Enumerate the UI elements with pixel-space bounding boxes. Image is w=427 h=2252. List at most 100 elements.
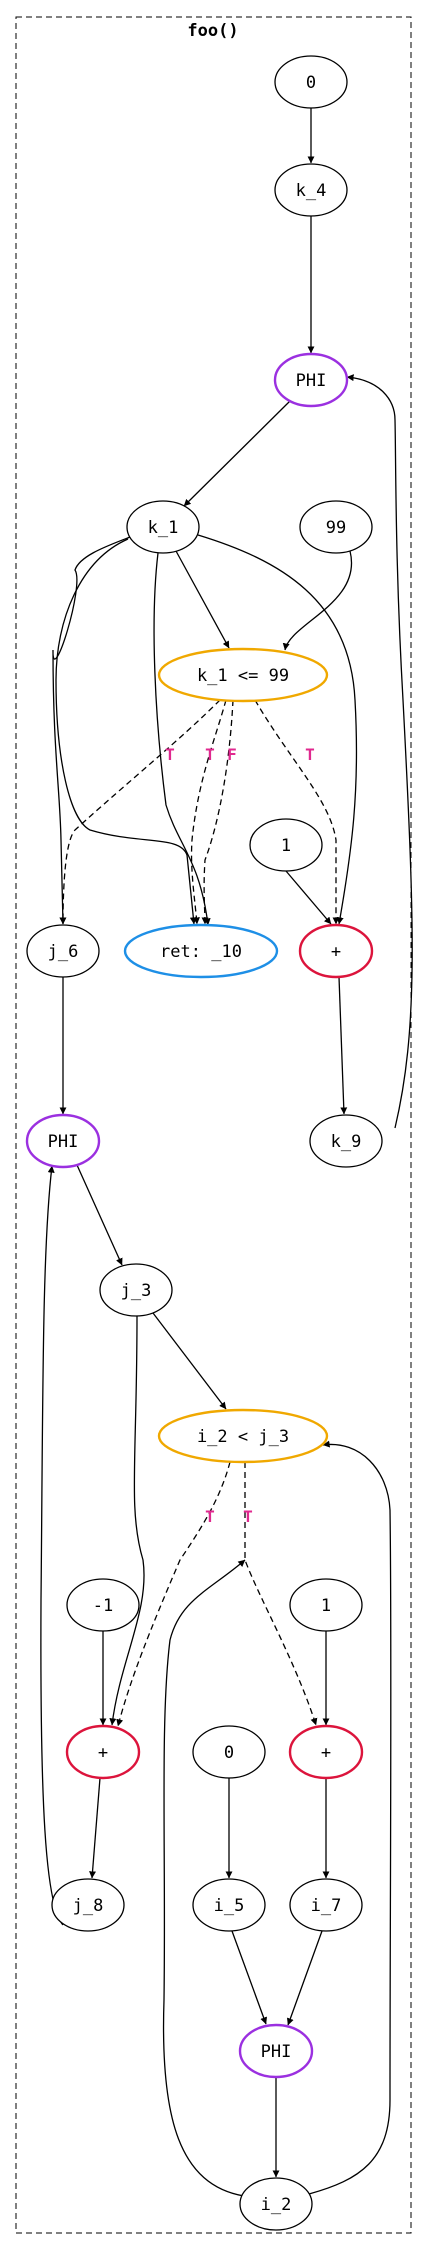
- node-label-phi_k: PHI: [296, 371, 327, 391]
- node-label-n_m1: -1: [93, 1596, 113, 1616]
- node-i_2[interactable]: i_2: [239, 2177, 313, 2231]
- node-shape-n_1b: [289, 1578, 363, 1632]
- node-k_1[interactable]: k_1: [126, 500, 200, 554]
- node-label-k_9: k_9: [331, 1132, 362, 1152]
- node-label-ret: ret: _10: [160, 942, 242, 962]
- node-n_0a[interactable]: 0: [274, 55, 348, 109]
- node-label-phi_i: PHI: [261, 2042, 292, 2062]
- edge-cond_ij-to-plus_i: [244, 1462, 318, 1726]
- node-ret[interactable]: ret: _10: [123, 923, 279, 979]
- node-shape-phi_k: [273, 352, 349, 408]
- edge-i_2-to-cond_ij: [308, 1440, 392, 2195]
- edge-phi_j-to-j_3: [76, 1164, 123, 1266]
- node-label-n_99: 99: [326, 518, 346, 538]
- node-cond_ij[interactable]: i_2 < j_3: [157, 1408, 329, 1464]
- node-shape-phi_j: [25, 1113, 101, 1169]
- node-j_6[interactable]: j_6: [26, 924, 100, 978]
- node-label-plus_i: +: [321, 1743, 331, 1763]
- edge-label-cond_k-to-ret: T: [205, 745, 215, 764]
- edge-k_1-to-ret: [55, 538, 197, 925]
- node-label-i_5: i_5: [214, 1896, 245, 1916]
- node-plus_i[interactable]: +: [288, 1724, 364, 1780]
- node-shape-plus_i: [288, 1724, 364, 1780]
- cluster-title: foo(): [187, 21, 238, 41]
- edge-cond_k-to-ret: [201, 699, 234, 925]
- node-k_9[interactable]: k_9: [309, 1114, 383, 1168]
- edge-plus_j-to-j_8: [89, 1777, 101, 1879]
- node-phi_j[interactable]: PHI: [25, 1113, 101, 1169]
- edge-plus_k-to-k_9: [338, 976, 348, 1115]
- node-shape-cond_k: [157, 647, 329, 703]
- node-j_8[interactable]: j_8: [51, 1878, 125, 1932]
- edge-label-cond_k-to-plus_k: T: [305, 745, 315, 764]
- edge-label-cond_k-to-j_6: T: [165, 745, 175, 764]
- node-shape-i_7: [289, 1878, 363, 1932]
- node-n_99[interactable]: 99: [299, 500, 373, 554]
- node-shape-ret: [123, 923, 279, 979]
- node-phi_k[interactable]: PHI: [273, 352, 349, 408]
- node-shape-cond_ij: [157, 1408, 329, 1464]
- node-plus_k[interactable]: +: [298, 923, 374, 979]
- node-cond_k[interactable]: k_1 <= 99: [157, 647, 329, 703]
- node-shape-k_4: [274, 163, 348, 217]
- cluster-frame: [15, 16, 412, 2234]
- node-label-cond_ij: i_2 < j_3: [197, 1427, 289, 1447]
- edge-label-cond_ij-to-plus_i: T: [243, 1507, 253, 1526]
- node-n_1a[interactable]: 1: [249, 818, 323, 872]
- node-label-i_7: i_7: [311, 1896, 342, 1916]
- edge-n_99-to-cond_k: [282, 550, 353, 651]
- edge-n_1a-to-plus_k: [285, 870, 332, 925]
- node-shape-plus_k: [298, 923, 374, 979]
- edge-cond_k-to-j_6: [59, 699, 221, 925]
- node-n_0b[interactable]: 0: [192, 1725, 266, 1779]
- node-label-phi_j: PHI: [48, 1132, 79, 1152]
- node-label-k_1: k_1: [148, 518, 179, 538]
- node-shape-n_0a: [274, 55, 348, 109]
- node-label-n_1b: 1: [321, 1596, 331, 1616]
- node-label-j_8: j_8: [73, 1896, 104, 1916]
- node-shape-plus_j: [65, 1724, 141, 1780]
- node-shape-phi_i: [238, 2023, 314, 2079]
- edge-k_1-to-ret: [153, 552, 211, 926]
- edge-k_1-to-j_6: [52, 536, 131, 925]
- node-label-n_1a: 1: [281, 836, 291, 856]
- node-label-k_4: k_4: [296, 181, 327, 201]
- edge-layer: [40, 108, 413, 2197]
- node-i_7[interactable]: i_7: [289, 1878, 363, 1932]
- node-label-i_2: i_2: [261, 2195, 292, 2215]
- node-shape-n_0b: [192, 1725, 266, 1779]
- edge-label-cond_k-to-ret: F: [227, 745, 237, 764]
- node-n_1b[interactable]: 1: [289, 1578, 363, 1632]
- node-label-plus_k: +: [331, 942, 341, 962]
- edge-i_2-to-plus_i: [162, 1559, 246, 2197]
- edge-j_8-to-phi_j: [40, 1165, 64, 1926]
- node-plus_j[interactable]: +: [65, 1724, 141, 1780]
- node-shape-n_m1: [66, 1578, 140, 1632]
- edge-cond_k-to-ret: [190, 699, 227, 925]
- edge-k_9-to-phi_k: [346, 374, 413, 1129]
- edge-i_7-to-phi_i: [286, 1930, 323, 2026]
- node-label-n_0a: 0: [306, 73, 316, 93]
- edge-j_3-to-cond_ij: [152, 1312, 227, 1410]
- node-shape-k_9: [309, 1114, 383, 1168]
- node-shape-j_3: [99, 1263, 173, 1317]
- node-shape-n_1a: [249, 818, 323, 872]
- node-i_5[interactable]: i_5: [192, 1878, 266, 1932]
- edge-k_1-to-cond_k: [175, 550, 230, 649]
- node-label-j_3: j_3: [121, 1281, 152, 1301]
- node-shape-j_6: [26, 924, 100, 978]
- node-phi_i[interactable]: PHI: [238, 2023, 314, 2079]
- node-j_3[interactable]: j_3: [99, 1263, 173, 1317]
- edge-label-cond_ij-to-plus_j: T: [205, 1507, 215, 1526]
- node-label-cond_k: k_1 <= 99: [197, 666, 289, 686]
- node-n_m1[interactable]: -1: [66, 1578, 140, 1632]
- node-label-j_6: j_6: [48, 942, 79, 962]
- node-shape-k_1: [126, 500, 200, 554]
- node-shape-i_2: [239, 2177, 313, 2231]
- node-k_4[interactable]: k_4: [274, 163, 348, 217]
- node-shape-j_8: [51, 1878, 125, 1932]
